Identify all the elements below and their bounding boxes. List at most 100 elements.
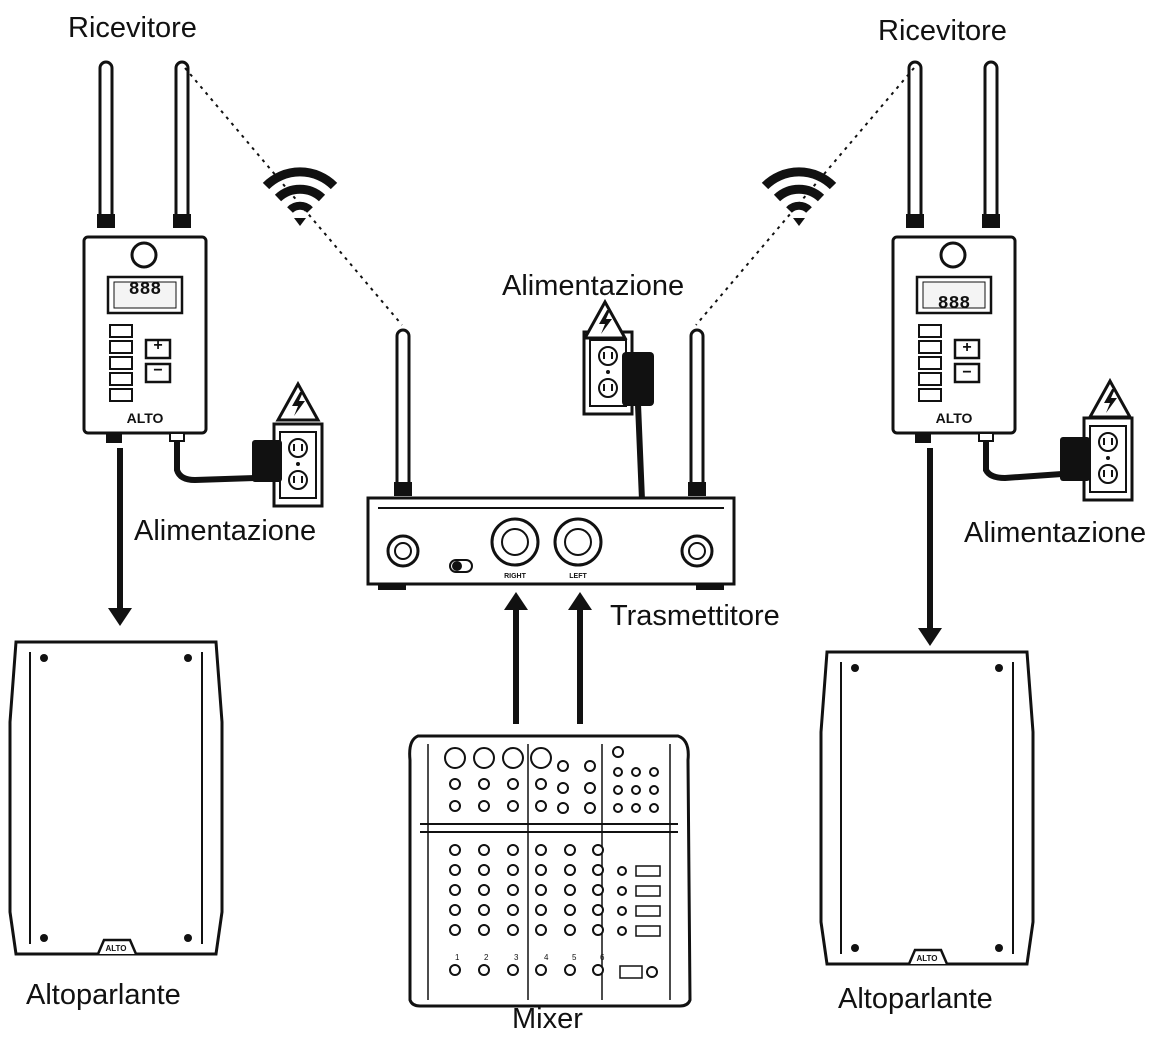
power-right-label: Alimentazione <box>964 517 1147 549</box>
speaker-left-label: Altoparlante <box>26 979 181 1011</box>
mixer-knob <box>507 778 519 790</box>
mixer-knob <box>507 884 519 896</box>
wifi-signal-icon <box>765 172 833 226</box>
mixer-knob <box>473 747 495 769</box>
mixer-knob <box>613 767 623 777</box>
wifi-signal-icon <box>266 172 334 226</box>
mixer-knob <box>557 802 569 814</box>
channel-number: 1 <box>455 953 460 962</box>
left-output-label: LEFT <box>569 573 587 580</box>
mixer-knob <box>449 778 461 790</box>
mixer-knob <box>646 966 658 978</box>
channel-number: 6 <box>600 953 605 962</box>
channel-number: 2 <box>484 953 489 962</box>
mixer-knob <box>535 884 547 896</box>
mixer-knob <box>449 864 461 876</box>
receiver-right: 888 + − ALTO <box>893 62 1015 443</box>
high-voltage-warning-icon <box>1088 379 1132 419</box>
plus-button-icon: + <box>962 339 971 356</box>
mixer-knob <box>631 803 641 813</box>
mixer-knob <box>649 767 659 777</box>
mixer-knob <box>444 747 466 769</box>
mixer-knob <box>564 924 576 936</box>
receiver-right-label: Ricevitore <box>878 15 1007 47</box>
mixer-knob <box>535 964 547 976</box>
transmitter: RIGHT LEFT <box>366 328 736 590</box>
mixer-knob <box>584 782 596 794</box>
mixer-knob <box>449 964 461 976</box>
right-output-label: RIGHT <box>504 573 527 580</box>
mixer-knob <box>502 747 524 769</box>
mixer-knob <box>592 884 604 896</box>
mixer-knob <box>535 778 547 790</box>
mixer-knob <box>613 803 623 813</box>
mixer-knob <box>649 803 659 813</box>
mixer-knob <box>617 906 627 916</box>
arrow-mixer-to-transmitter-left <box>568 592 592 724</box>
mixer-knob <box>478 778 490 790</box>
mixer-knob <box>478 864 490 876</box>
mixer-knob <box>478 964 490 976</box>
mixer-knob <box>449 800 461 812</box>
mixer-knob <box>592 864 604 876</box>
mixer-knob <box>507 964 519 976</box>
mixer-knob <box>507 864 519 876</box>
mixer-knob <box>535 904 547 916</box>
mixer-knob <box>592 904 604 916</box>
mixer-knob <box>507 924 519 936</box>
high-voltage-warning-icon <box>583 300 627 340</box>
receiver-brand-logo: ALTO <box>936 410 973 426</box>
mixer-knob <box>631 767 641 777</box>
speaker-brand-logo: ALTO <box>916 954 937 963</box>
mixer-knob <box>507 800 519 812</box>
mixer-knob <box>478 904 490 916</box>
mixer-knob <box>535 924 547 936</box>
mixer-knob <box>617 926 627 936</box>
mixer-knob <box>564 964 576 976</box>
mixer-knob <box>564 844 576 856</box>
mixer-knob <box>478 884 490 896</box>
mixer-knob <box>478 924 490 936</box>
arrow-receiver-to-speaker-right <box>918 448 942 646</box>
mixer-knob <box>535 844 547 856</box>
mixer-knob <box>592 924 604 936</box>
mixer-knob <box>507 844 519 856</box>
mixer-knob <box>449 844 461 856</box>
plus-button-icon: + <box>153 337 162 354</box>
mixer-label: Mixer <box>512 1003 583 1035</box>
mixer-knob <box>564 864 576 876</box>
receiver-left: 888 + − ALTO <box>84 62 206 443</box>
power-adapter <box>252 440 282 482</box>
mixer-knob <box>584 760 596 772</box>
minus-button-icon: − <box>153 362 162 379</box>
speaker-right-label: Altoparlante <box>838 983 993 1015</box>
channel-number: 3 <box>514 953 519 962</box>
mixer-knob <box>564 904 576 916</box>
high-voltage-warning-icon <box>276 382 320 422</box>
receiver-display: 888 <box>938 294 970 314</box>
power-supply-right <box>983 379 1134 502</box>
speaker-right: ALTO <box>819 650 1035 966</box>
mixer: 1 2 3 4 5 6 <box>408 734 692 1008</box>
mixer-knob <box>557 760 569 772</box>
receiver-display: 888 <box>129 280 161 300</box>
mixer-knob <box>649 785 659 795</box>
minus-button-icon: − <box>962 364 971 381</box>
transmitter-label: Trasmettitore <box>610 600 780 632</box>
mixer-knob <box>564 884 576 896</box>
mixer-knob <box>530 747 552 769</box>
receiver-left-label: Ricevitore <box>68 12 197 44</box>
mixer-knob <box>592 964 604 976</box>
arrow-mixer-to-transmitter-right <box>504 592 528 724</box>
mixer-knob <box>478 844 490 856</box>
power-left-label: Alimentazione <box>134 515 317 547</box>
receiver-brand-logo: ALTO <box>127 410 164 426</box>
mixer-knob <box>613 785 623 795</box>
wireless-link-left <box>184 67 403 326</box>
power-adapter <box>1060 437 1090 481</box>
channel-number: 4 <box>544 953 549 962</box>
mixer-knob <box>449 884 461 896</box>
power-adapter <box>622 352 654 406</box>
mixer-knob <box>449 904 461 916</box>
